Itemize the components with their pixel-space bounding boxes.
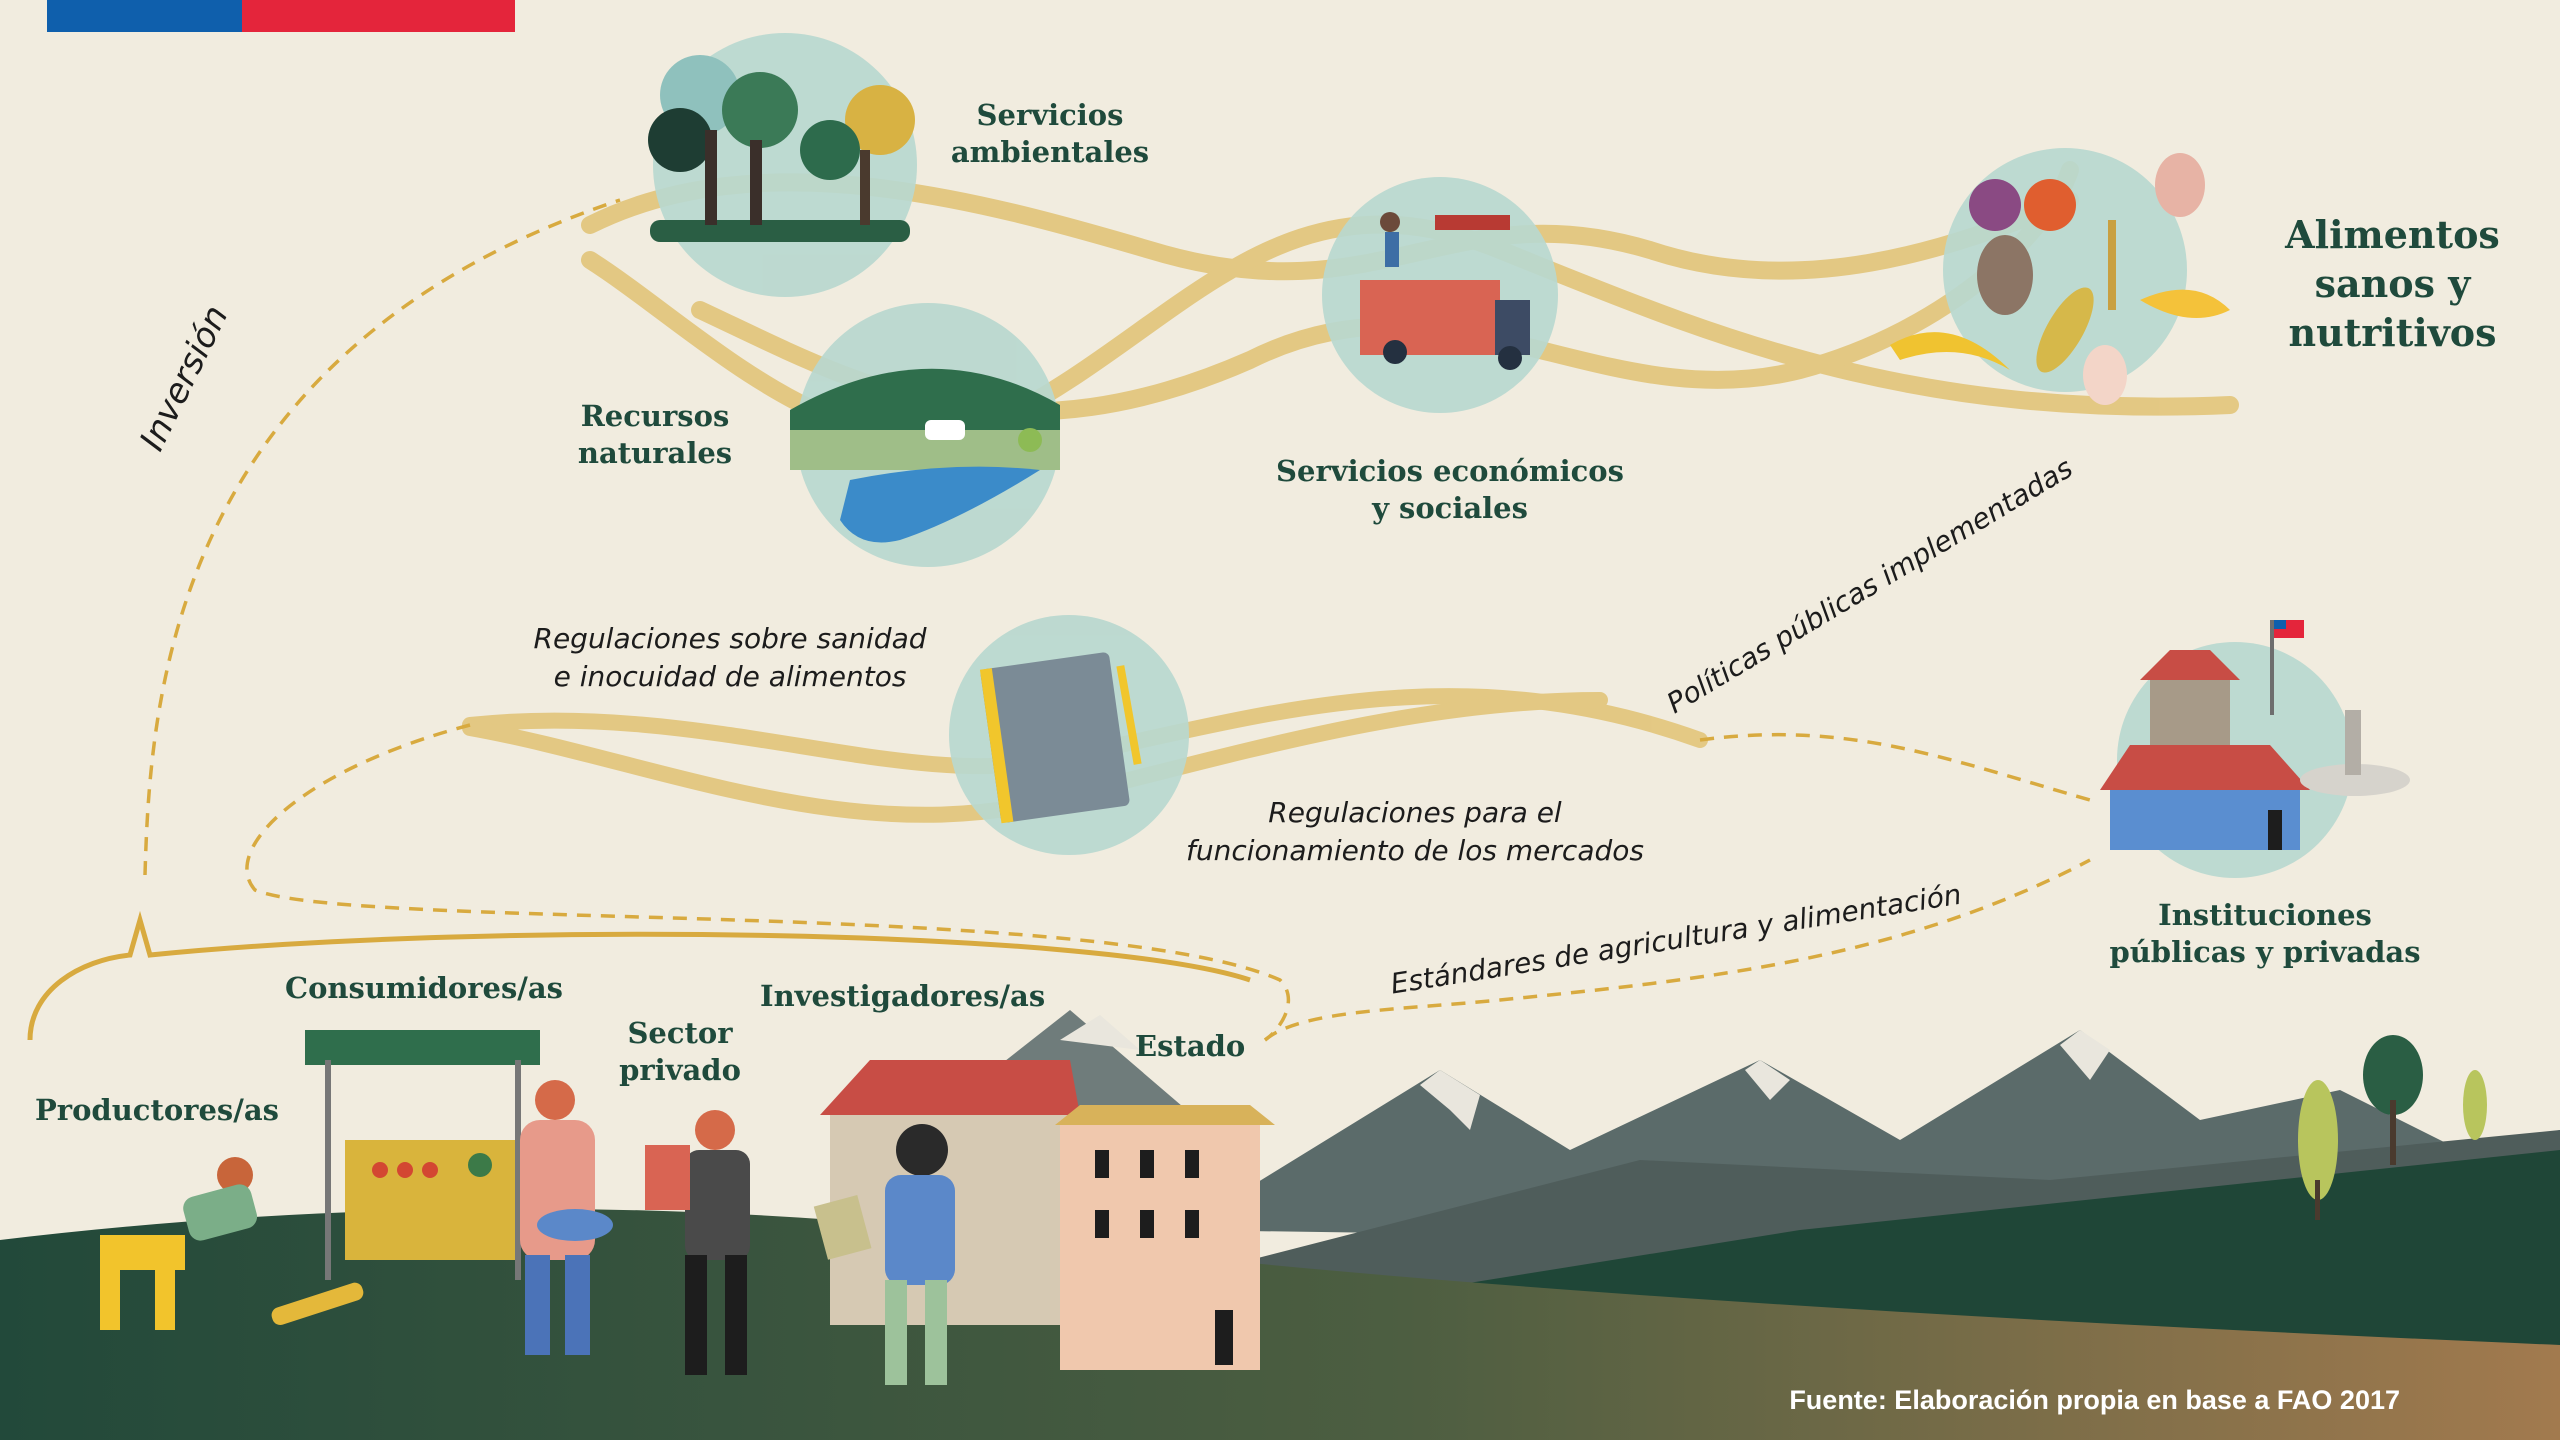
- actor-label-consumidores: Consumidores/as: [285, 971, 564, 1005]
- people: [100, 1080, 955, 1385]
- farmer-figure: [100, 1157, 364, 1330]
- flow-label-regulaciones-mercados: Regulaciones para el funcionamiento de l…: [1186, 796, 1644, 867]
- food-icon: [1890, 153, 2230, 405]
- consumer-figure: [520, 1080, 613, 1355]
- ground: [0, 1208, 2560, 1440]
- private-sector-figure: [645, 1110, 750, 1375]
- dashed-flow-lines: [143, 198, 2091, 1042]
- actor-label-investigadores: Investigadores/as: [760, 979, 1046, 1013]
- notebook-icon: [979, 652, 1142, 824]
- flag-blue-stripe: [47, 0, 242, 32]
- forest-icon: [648, 55, 915, 242]
- investment-bracket: [27, 910, 1251, 1041]
- node-label-recursos-naturales: Recursos naturales: [577, 399, 733, 470]
- market-truck-icon: [1360, 212, 1530, 370]
- actor-label-estado: Estado: [1135, 1029, 1246, 1063]
- flow-label-regulaciones-sanidad: Regulaciones sobre sanidad e inocuidad d…: [533, 622, 927, 693]
- node-label-instituciones: Instituciones públicas y privadas: [2109, 898, 2421, 969]
- trees-right: [2298, 1035, 2487, 1220]
- actor-label-productores: Productores/as: [35, 1093, 279, 1127]
- node-label-servicios-ambientales: Servicios ambientales: [950, 98, 1150, 169]
- market-stall: [305, 1030, 540, 1280]
- flag-red-stripe: [242, 0, 515, 32]
- node-label-alimentos: Alimentos sanos y nutritivos: [2285, 212, 2500, 355]
- node-label-servicios-economicos: Servicios económicos y sociales: [1276, 454, 1624, 525]
- source-caption: Fuente: Elaboración propia en base a FAO…: [1789, 1385, 2400, 1415]
- natural-resources-icon: [790, 368, 1060, 543]
- researcher-figure: [813, 1124, 955, 1385]
- institutions-icon: [2100, 620, 2410, 850]
- actor-label-sector-privado: Sector privado: [619, 1016, 741, 1087]
